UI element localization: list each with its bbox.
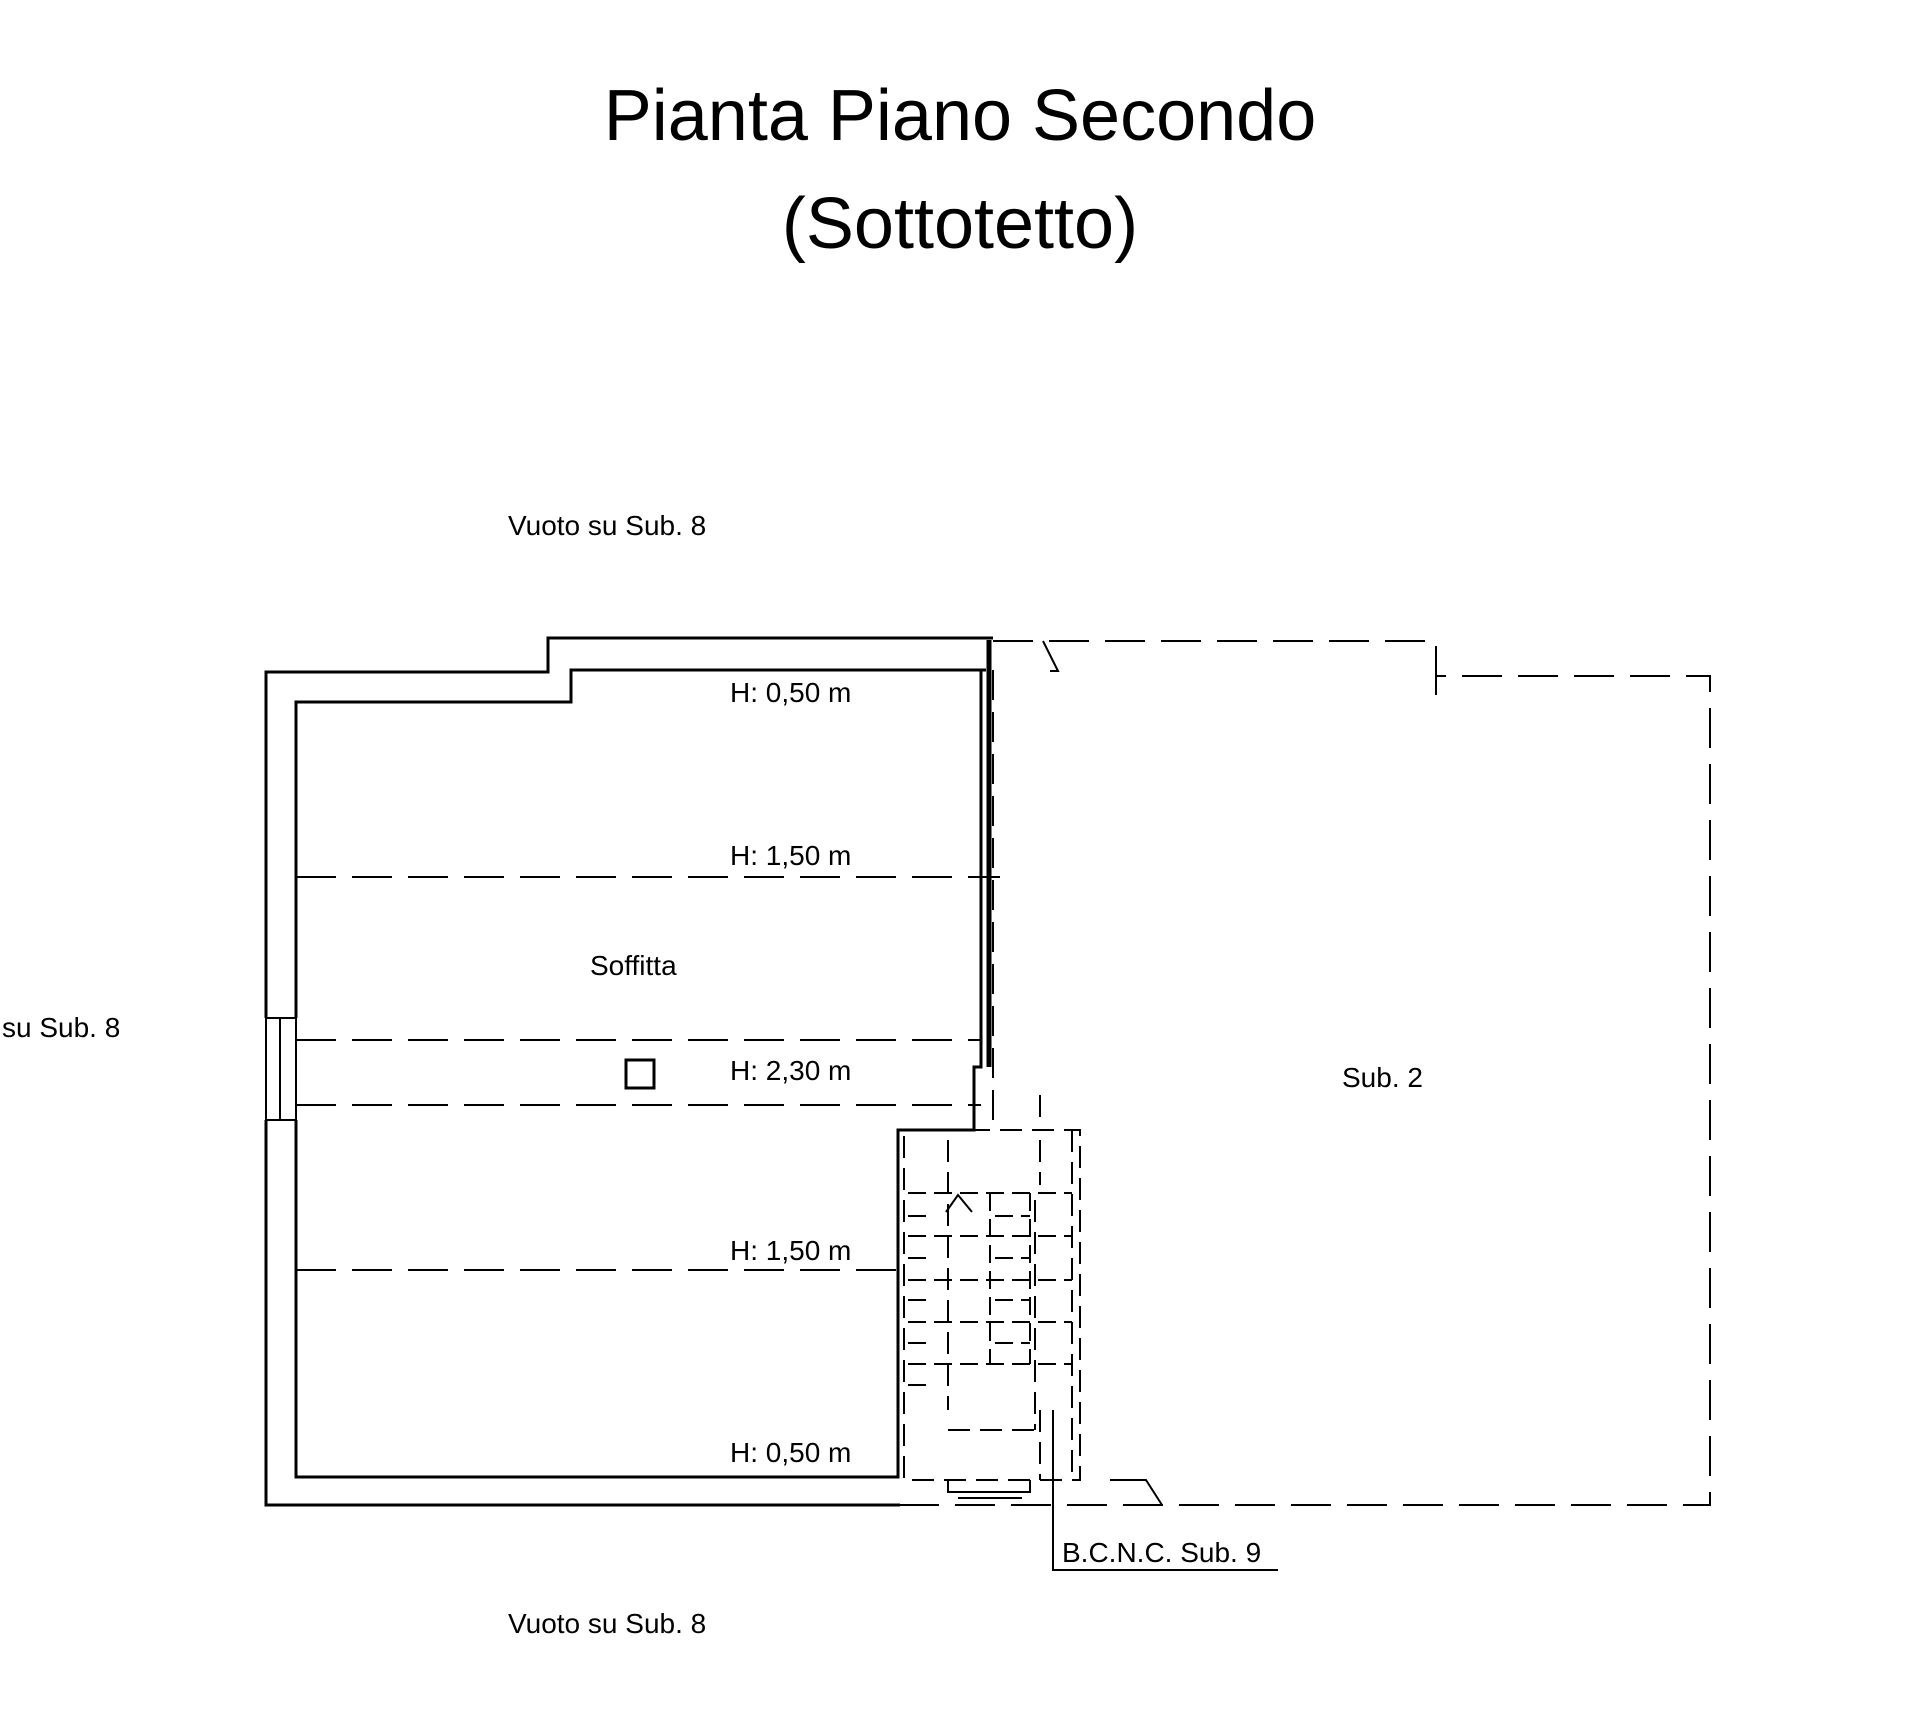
outer-wall xyxy=(264,636,993,1507)
label-vuoto-bottom: Vuoto su Sub. 8 xyxy=(508,1608,706,1639)
staircase xyxy=(903,1095,1081,1481)
height-label-2: H: 1,50 m xyxy=(730,840,851,871)
label-bcnc: B.C.N.C. Sub. 9 xyxy=(1062,1537,1261,1568)
height-contour-lines xyxy=(296,876,1000,1271)
label-vuoto-top: Vuoto su Sub. 8 xyxy=(508,510,706,541)
stair-bottom-door xyxy=(947,1480,1031,1499)
height-label-5: H: 0,50 m xyxy=(730,1437,851,1468)
height-label-3: H: 2,30 m xyxy=(730,1055,851,1086)
sub2-boundary xyxy=(900,640,1711,1506)
sub2-door-arc-top xyxy=(1042,640,1060,672)
bcnc-leader-line xyxy=(1052,1410,1278,1571)
west-window xyxy=(265,1017,297,1121)
label-room-soffitta: Soffitta xyxy=(590,950,677,981)
staircase-door-arc xyxy=(1110,1479,1163,1506)
height-label-1: H: 0,50 m xyxy=(730,677,851,708)
label-vuoto-left: su Sub. 8 xyxy=(2,1012,120,1043)
stair-direction-arrow xyxy=(945,1193,973,1213)
height-label-4: H: 1,50 m xyxy=(730,1235,851,1266)
plan-subtitle: (Sottotetto) xyxy=(781,184,1139,264)
stair-treads xyxy=(908,1192,1072,1386)
label-sub2: Sub. 2 xyxy=(1342,1062,1423,1093)
inner-wall xyxy=(294,668,986,1479)
plan-title: Pianta Piano Secondo xyxy=(603,76,1317,156)
chimney xyxy=(624,1058,656,1090)
